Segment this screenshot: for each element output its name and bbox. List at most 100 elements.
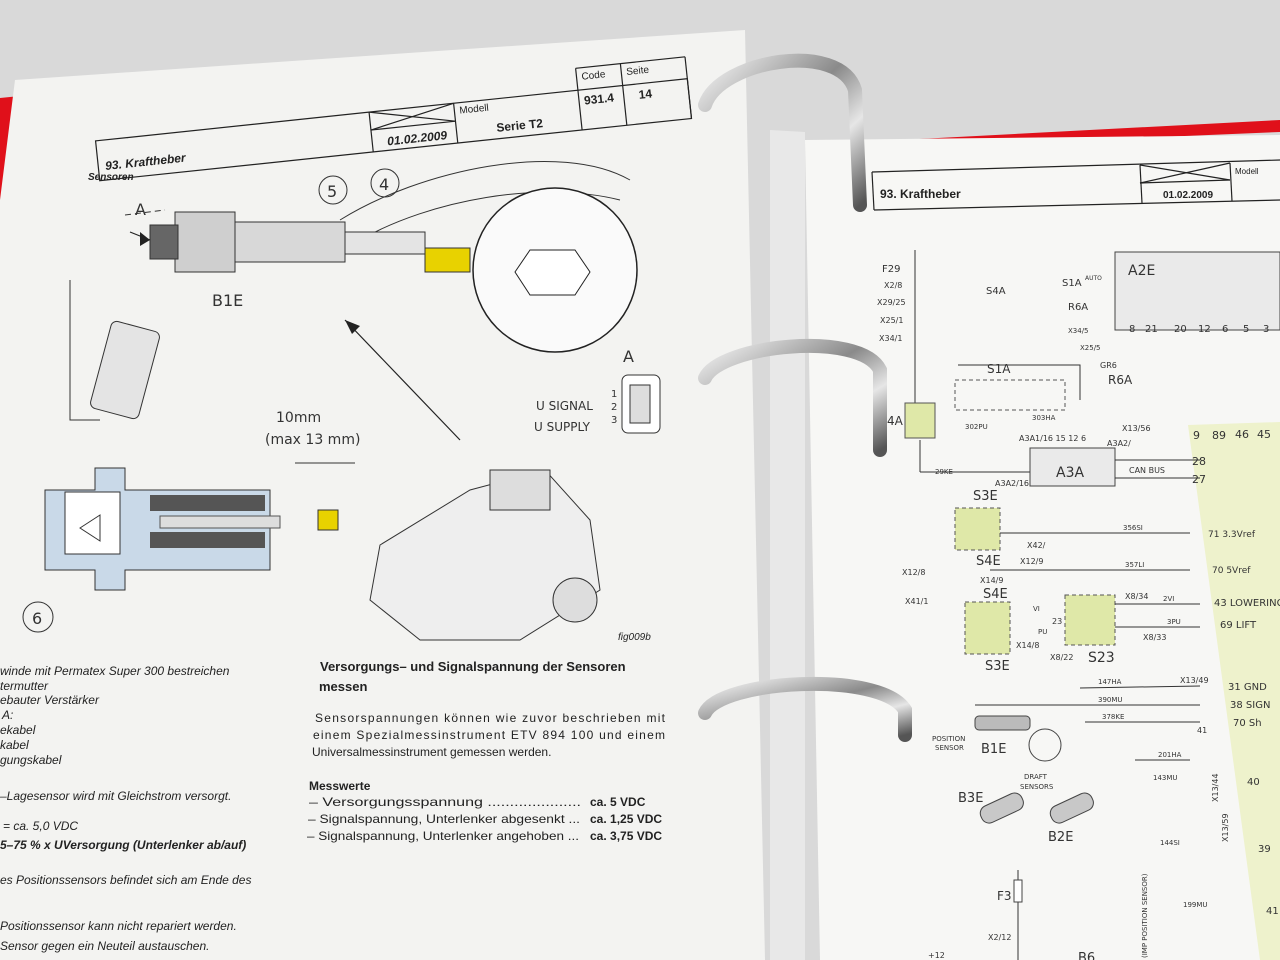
right-model-label: Modell bbox=[1235, 167, 1259, 176]
schematic-label: 3 bbox=[1263, 324, 1269, 335]
schematic-label: 23 bbox=[1052, 617, 1062, 626]
binder-ring-bottom bbox=[698, 676, 912, 742]
schematic-label: S4A bbox=[986, 286, 1006, 297]
right-page-header: 93. Kraftheber 01.02.2009 Modell bbox=[871, 159, 1280, 211]
binder-ring-top bbox=[698, 53, 867, 212]
section-heading: Versorgungs– und Signalspannung der Sens… bbox=[320, 659, 626, 674]
callout-4: 4 bbox=[379, 175, 389, 194]
page-stack-edge bbox=[770, 130, 805, 960]
schematic-label: 6 bbox=[1222, 324, 1228, 335]
schematic-label: R6A bbox=[1108, 373, 1133, 387]
schematic-label: X34/1 bbox=[879, 334, 902, 343]
terminal-block bbox=[1188, 422, 1280, 960]
pin-1-label: 1 bbox=[611, 389, 617, 400]
schematic-label: CAN BUS bbox=[1129, 466, 1165, 475]
model-label: Modell bbox=[459, 103, 489, 117]
schematic-label: S1A bbox=[987, 362, 1011, 376]
legend-line: winde mit Permatex Super 300 bestreichen bbox=[0, 664, 230, 678]
date: 01.02.2009 bbox=[386, 128, 448, 148]
schematic-label: SENSORS bbox=[1020, 783, 1054, 791]
switch-s3e bbox=[954, 507, 1001, 551]
position-sensor-b1e-drawing bbox=[974, 715, 1062, 762]
note-line: = ca. 5,0 VDC bbox=[3, 819, 78, 833]
schematic-label: POSITION bbox=[932, 735, 965, 743]
view-a-label: A bbox=[135, 200, 146, 219]
schematic-label: 378KE bbox=[1102, 713, 1124, 721]
schematic-label: 38 SIGN bbox=[1230, 700, 1270, 711]
legend-line: gungskabel bbox=[0, 753, 62, 767]
note-line: Sensor gegen ein Neuteil austauschen. bbox=[0, 939, 209, 953]
schematic-label: AUTO bbox=[1085, 275, 1102, 282]
schematic-label: 357LI bbox=[1125, 561, 1144, 569]
schematic-label: 147HA bbox=[1098, 678, 1122, 686]
schematic-label: 45 bbox=[1257, 428, 1271, 441]
schematic-label: 302PU bbox=[965, 423, 988, 431]
magnet-highlight bbox=[317, 509, 339, 531]
schematic-label: X25/1 bbox=[880, 316, 903, 325]
binder-ring-middle bbox=[698, 339, 887, 457]
schematic-label: F3 bbox=[997, 889, 1012, 903]
code-label: Code bbox=[581, 69, 606, 82]
u-signal-label: U SIGNAL bbox=[536, 399, 593, 413]
legend-line: kabel bbox=[0, 738, 29, 752]
view-a2-label: A bbox=[623, 347, 634, 366]
schematic-label: 31 GND bbox=[1228, 682, 1267, 693]
schematic-label: X12/8 bbox=[902, 568, 925, 577]
schematic-label: B2E bbox=[1048, 830, 1073, 845]
right-date: 01.02.2009 bbox=[1163, 190, 1213, 201]
schematic-label: 8 bbox=[1129, 324, 1135, 335]
schematic-label: S3E bbox=[973, 489, 998, 504]
sensor-label-b1e: B1E bbox=[212, 291, 243, 310]
schematic-label: S23 bbox=[1088, 650, 1115, 666]
schematic-label: X42/ bbox=[1027, 541, 1046, 550]
page-number: 14 bbox=[638, 86, 653, 101]
schematic-label: 199MU bbox=[1183, 901, 1208, 909]
value-row-label: – Versorgungsspannung ..................… bbox=[309, 795, 581, 809]
switch-s23 bbox=[1064, 594, 1116, 646]
note-line: Positionssensor kann nicht repariert wer… bbox=[0, 919, 237, 933]
schematic-label: S4E bbox=[983, 587, 1008, 602]
schematic-label: GR6 bbox=[1100, 361, 1117, 370]
schematic-label: A2E bbox=[1128, 263, 1155, 279]
schematic-label: B1E bbox=[981, 742, 1006, 757]
schematic-label: X14/9 bbox=[980, 576, 1003, 585]
schematic-label: 201HA bbox=[1158, 751, 1182, 759]
schematic-label: 2VI bbox=[1163, 595, 1174, 603]
value-row-value: ca. 1,25 VDC bbox=[590, 812, 662, 826]
schematic-label: S1A bbox=[1062, 278, 1082, 289]
schematic-label: X25/5 bbox=[1080, 344, 1101, 352]
page-label: Seite bbox=[626, 65, 650, 78]
code: 931.4 bbox=[583, 90, 615, 107]
schematic-label: 356SI bbox=[1123, 524, 1143, 532]
schematic-label: X13/56 bbox=[1122, 424, 1151, 433]
u-supply-label: U SUPPLY bbox=[534, 420, 591, 434]
pin-2-label: 2 bbox=[611, 402, 617, 413]
schematic-label: 12 bbox=[1198, 324, 1211, 335]
schematic-label: 21 bbox=[1145, 324, 1158, 335]
paragraph-line: einem Spezialmessinstrument ETV 894 100 … bbox=[313, 728, 665, 742]
legend-line: termutter bbox=[0, 679, 49, 693]
legend-line: ekabel bbox=[0, 723, 36, 737]
schematic-label: X12/9 bbox=[1020, 557, 1043, 566]
schematic-labels: F29 X2/8 X29/25 X25/1 X34/1 S4A S1A AUTO… bbox=[877, 263, 1280, 960]
schematic-label: 41 bbox=[1197, 726, 1207, 735]
schematic-label: X14/8 bbox=[1016, 641, 1039, 650]
schematic-label: (IMP POSITION SENSOR) bbox=[1141, 873, 1149, 958]
pin-3-label: 3 bbox=[611, 415, 617, 426]
note-line: –Lagesensor wird mit Gleichstrom versorg… bbox=[0, 789, 231, 803]
schematic-label: 43 LOWERING bbox=[1214, 598, 1280, 609]
schematic-label: F29 bbox=[882, 264, 900, 275]
measurement-section: Versorgungs– und Signalspannung der Sens… bbox=[307, 659, 666, 843]
schematic-label: A3A2/ bbox=[1107, 439, 1131, 448]
schematic-label: 5 bbox=[1243, 324, 1249, 335]
schematic-label: A3A2/16 bbox=[995, 479, 1029, 488]
paragraph-line: Universalmessinstrument gemessen werden. bbox=[312, 745, 551, 759]
schematic-label: 70 Sh bbox=[1233, 718, 1262, 729]
note-line: 5–75 % x UVersorgung (Unterlenker ab/auf… bbox=[0, 838, 246, 852]
note-line: es Positionssensors befindet sich am End… bbox=[0, 873, 251, 887]
schematic-label: 69 LIFT bbox=[1220, 620, 1257, 631]
schematic-label: 390MU bbox=[1098, 696, 1123, 704]
schematic-label: 3PU bbox=[1167, 618, 1181, 626]
callout-6: 6 bbox=[32, 609, 42, 628]
schematic-label: 144SI bbox=[1160, 839, 1180, 847]
